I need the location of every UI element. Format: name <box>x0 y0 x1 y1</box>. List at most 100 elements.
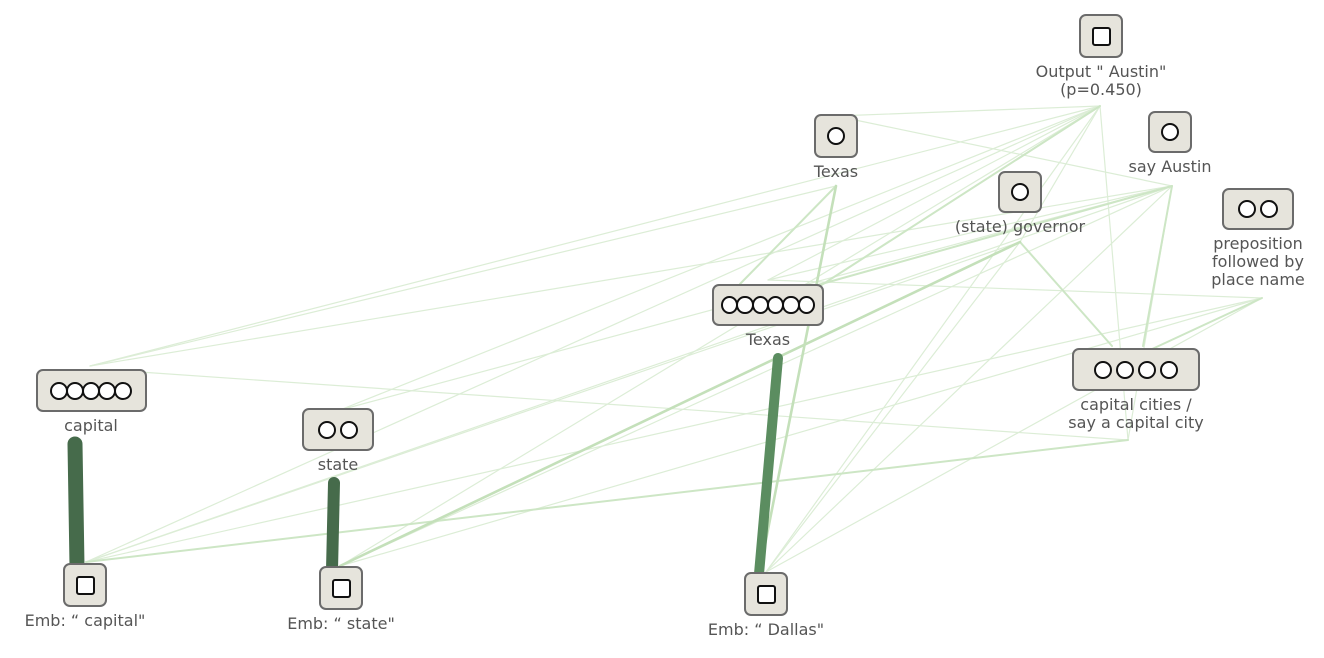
node-box[interactable] <box>1072 348 1200 391</box>
edge <box>765 297 1263 573</box>
node-label: say Austin <box>1129 158 1212 176</box>
circle-icon <box>1116 360 1134 379</box>
node-label: Texas <box>814 163 858 181</box>
node-label: Output " Austin" (p=0.450) <box>1036 63 1167 99</box>
node-label-line: capital cities / <box>1080 395 1192 414</box>
edge <box>835 115 1173 187</box>
node-capital-cities[interactable]: capital cities / say a capital city <box>1050 348 1222 432</box>
node-box[interactable] <box>35 369 147 412</box>
node-texas-top[interactable]: Texas <box>786 114 886 181</box>
edge <box>767 185 1173 281</box>
edge <box>799 185 1173 291</box>
node-label-line: Emb: “ state" <box>287 614 395 633</box>
node-label: Texas <box>746 331 790 349</box>
node-preposition-place-name[interactable]: preposition followed by place name <box>1192 188 1324 289</box>
edge <box>139 371 1129 441</box>
node-label-line: Output " Austin" <box>1035 62 1167 81</box>
square-icon <box>75 575 95 595</box>
node-label-line: place name <box>1211 270 1305 289</box>
node-box[interactable] <box>744 572 788 616</box>
node-label-line: Emb: “ capital" <box>24 611 146 630</box>
square-icon <box>756 584 776 604</box>
node-box[interactable] <box>1222 188 1294 230</box>
square-icon <box>331 578 351 598</box>
node-box[interactable] <box>1079 14 1123 58</box>
node-state[interactable]: state <box>288 408 388 474</box>
edge <box>339 105 1101 567</box>
circle-icon <box>1160 360 1178 379</box>
node-label: Emb: “ Dallas" <box>708 621 824 639</box>
node-label-line: followed by <box>1212 252 1304 271</box>
node-box[interactable] <box>1148 111 1192 153</box>
edge <box>89 105 1101 367</box>
edge <box>339 105 1101 411</box>
edge <box>339 185 1173 567</box>
circle-icon <box>114 381 132 400</box>
edge <box>819 105 1101 287</box>
edge <box>326 477 340 576</box>
square-icon <box>1091 26 1111 46</box>
node-label-line: (state) governor <box>954 217 1086 236</box>
node-label-line: capital <box>64 416 118 435</box>
circle-icon <box>1094 360 1112 379</box>
node-box[interactable] <box>63 563 107 607</box>
node-label: capital <box>64 417 118 435</box>
node-emb-capital[interactable]: Emb: “ capital" <box>10 563 160 630</box>
node-texas-mid[interactable]: Texas <box>708 284 828 349</box>
edge <box>739 185 837 285</box>
edge <box>1142 185 1173 347</box>
edge <box>765 105 1101 573</box>
circle-icon <box>827 127 845 145</box>
node-label-line: preposition <box>1213 234 1303 253</box>
node-state-governor[interactable]: (state) governor <box>935 171 1105 236</box>
circle-icon <box>1011 183 1029 201</box>
node-label-line: say a capital city <box>1068 413 1204 432</box>
edge <box>1149 297 1263 351</box>
edge <box>758 184 838 572</box>
node-label: Emb: “ capital" <box>25 612 146 630</box>
node-box[interactable] <box>302 408 374 451</box>
node-box[interactable] <box>814 114 858 158</box>
edge <box>85 105 1101 563</box>
edge <box>85 297 1263 563</box>
node-emb-state[interactable]: Emb: “ state" <box>266 566 416 633</box>
circle-icon <box>1161 123 1179 141</box>
edge <box>835 105 1101 117</box>
node-label-line: Emb: “ Dallas" <box>707 620 825 639</box>
node-label-line: say Austin <box>1128 157 1212 176</box>
node-box[interactable] <box>712 284 824 326</box>
node-label-line: state <box>317 455 359 474</box>
node-say-austin[interactable]: say Austin <box>1100 111 1240 176</box>
edge <box>754 353 783 579</box>
node-box[interactable] <box>998 171 1042 213</box>
node-emb-dallas[interactable]: Emb: “ Dallas" <box>686 572 846 639</box>
edge <box>85 185 1173 563</box>
circle-icon <box>797 296 815 314</box>
edge <box>1019 105 1101 243</box>
node-label: capital cities / say a capital city <box>1068 396 1203 432</box>
node-box[interactable] <box>319 566 363 610</box>
circle-icon <box>1260 200 1278 218</box>
edge <box>765 241 1021 573</box>
edge <box>89 185 1173 367</box>
circle-icon <box>1238 200 1256 218</box>
node-label-line: Texas <box>813 162 859 181</box>
circle-icon <box>1138 360 1156 379</box>
node-label: Emb: “ state" <box>287 615 395 633</box>
edge <box>1019 241 1113 347</box>
node-label: state <box>318 456 359 474</box>
edge <box>767 279 1263 299</box>
node-output-austin[interactable]: Output " Austin" (p=0.450) <box>1021 14 1181 99</box>
edge <box>765 185 1173 573</box>
node-label: (state) governor <box>955 218 1085 236</box>
circle-icon <box>340 420 358 439</box>
node-label-line: (p=0.450) <box>1060 80 1142 99</box>
node-capital[interactable]: capital <box>31 369 151 435</box>
edge <box>89 185 837 367</box>
node-label: preposition followed by place name <box>1211 235 1305 289</box>
edge <box>67 436 85 574</box>
edge <box>85 439 1129 563</box>
edge <box>338 240 1022 568</box>
circle-icon <box>318 420 336 439</box>
node-label-line: Texas <box>745 330 791 349</box>
